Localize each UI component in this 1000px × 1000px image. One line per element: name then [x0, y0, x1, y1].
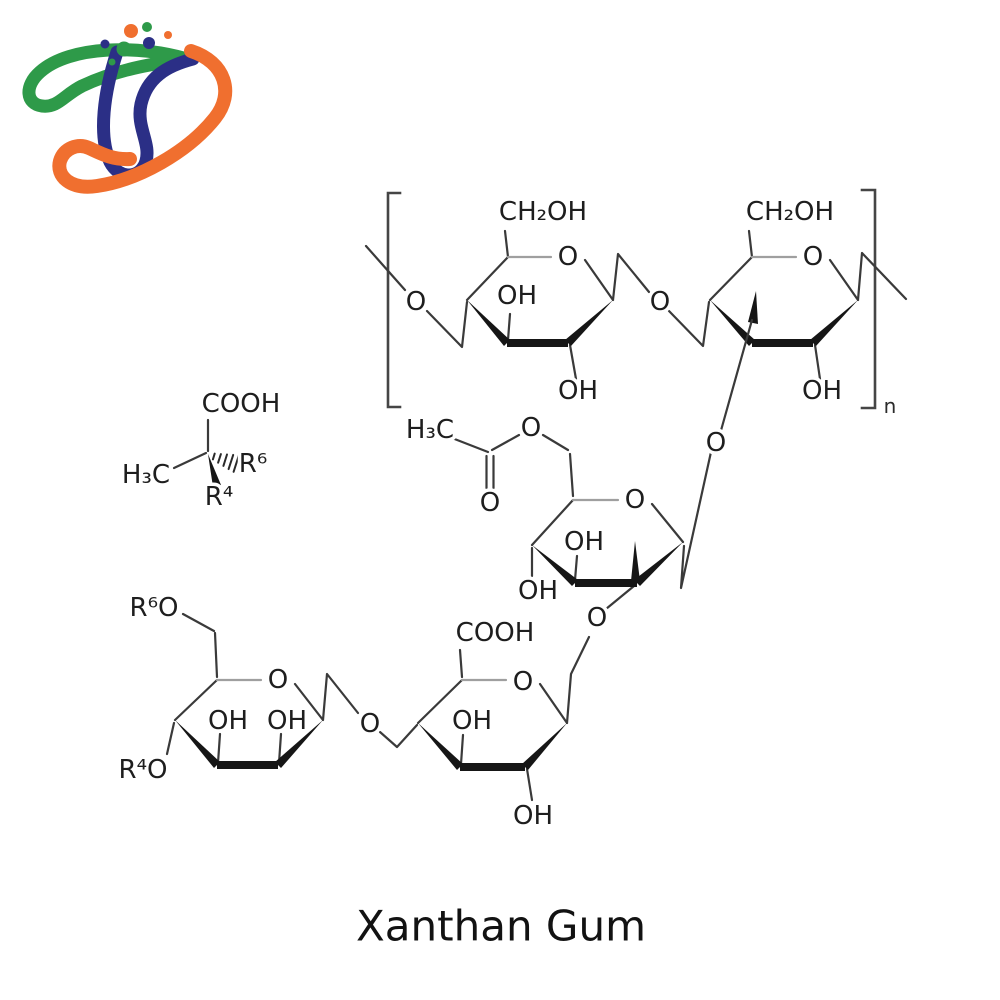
- label-tman-oh-inner-right: OH: [267, 706, 307, 736]
- logo-dot: [164, 31, 172, 39]
- ring-glucuronic-acid: [378, 635, 591, 802]
- sidechain-linkage-bonds: [679, 291, 758, 590]
- logo-dot: [116, 41, 132, 57]
- logo-dot: [142, 22, 152, 32]
- label-ring2-oh-bottom: OH: [802, 376, 842, 406]
- label-glca-oh-inner: OH: [452, 706, 492, 736]
- image-caption: Xanthan Gum: [356, 902, 646, 951]
- label-ring2-ch2oh: CH₂OH: [746, 197, 834, 227]
- label-glycosidic-o-mid: O: [650, 287, 670, 317]
- logo-dots: [100, 22, 172, 66]
- logo-dot: [108, 58, 116, 66]
- logo-dot: [100, 39, 110, 49]
- label-acetyl-ester-oxygen: O: [521, 413, 541, 443]
- label-aman-ring-oxygen: O: [625, 485, 645, 515]
- label-tman-r4o: R⁴O: [119, 755, 168, 785]
- solid-wedge-bond: [208, 454, 221, 487]
- ring-backbone-glucose-1: [364, 229, 651, 381]
- label-pyruvate-r4: R⁴: [205, 482, 234, 512]
- label-glca-ring-oxygen: O: [513, 667, 533, 697]
- ring-acetyl-mannose: [450, 433, 685, 611]
- repeat-unit-brackets: [386, 188, 877, 410]
- label-ring2-ring-oxygen: O: [803, 242, 823, 272]
- label-pyruvate-r6: R⁶: [239, 449, 268, 479]
- hashed-wedge-bond: [211, 452, 240, 473]
- label-glca-oh-bottom: OH: [513, 801, 553, 831]
- label-acetyl-carbonyl-oxygen: O: [480, 488, 500, 518]
- right-bracket: [860, 188, 877, 410]
- label-glca-cooh: COOH: [456, 618, 535, 648]
- label-ring1-ring-oxygen: O: [558, 242, 578, 272]
- label-tman-ring-oxygen: O: [268, 665, 288, 695]
- label-ring1-oh-bottom: OH: [558, 376, 598, 406]
- logo-ribbon-green: [22, 43, 194, 113]
- chemical-structure-diagram: CH₂OH O OH OH O O CH₂OH O OH n O O O COO…: [115, 188, 908, 835]
- ring-terminal-mannose: [165, 612, 360, 769]
- label-sidechain-o-top: O: [706, 428, 726, 458]
- brand-logo: [22, 22, 233, 194]
- label-pyruvate-h3c: H₃C: [122, 460, 170, 490]
- label-glycosidic-o-left: O: [406, 287, 426, 317]
- logo-ribbon-orange: [52, 44, 233, 194]
- label-ring1-ch2oh: CH₂OH: [499, 197, 587, 227]
- atom-labels: CH₂OH O OH OH O O CH₂OH O OH n O O O COO…: [115, 194, 900, 835]
- label-aman-oh-c4: OH: [518, 576, 558, 606]
- label-tman-oh-inner-left: OH: [208, 706, 248, 736]
- label-sidechain-o-bottom: O: [360, 709, 380, 739]
- label-pyruvate-cooh: COOH: [202, 389, 281, 419]
- logo-dot: [124, 24, 138, 38]
- label-tman-r6o: R⁶O: [130, 593, 179, 623]
- label-aman-oh-inner: OH: [564, 527, 604, 557]
- logo-dot: [143, 37, 155, 49]
- label-acetyl-h3c: H₃C: [406, 415, 454, 445]
- pyruvate-fragment: [172, 418, 240, 487]
- label-repeat-subscript-n: n: [884, 394, 897, 418]
- label-sidechain-o-mid: O: [587, 603, 607, 633]
- ring-backbone-glucose-2: [667, 229, 908, 381]
- label-ring1-oh-inner: OH: [497, 281, 537, 311]
- left-bracket: [386, 191, 402, 409]
- logo-ribbon-navy: [97, 45, 200, 182]
